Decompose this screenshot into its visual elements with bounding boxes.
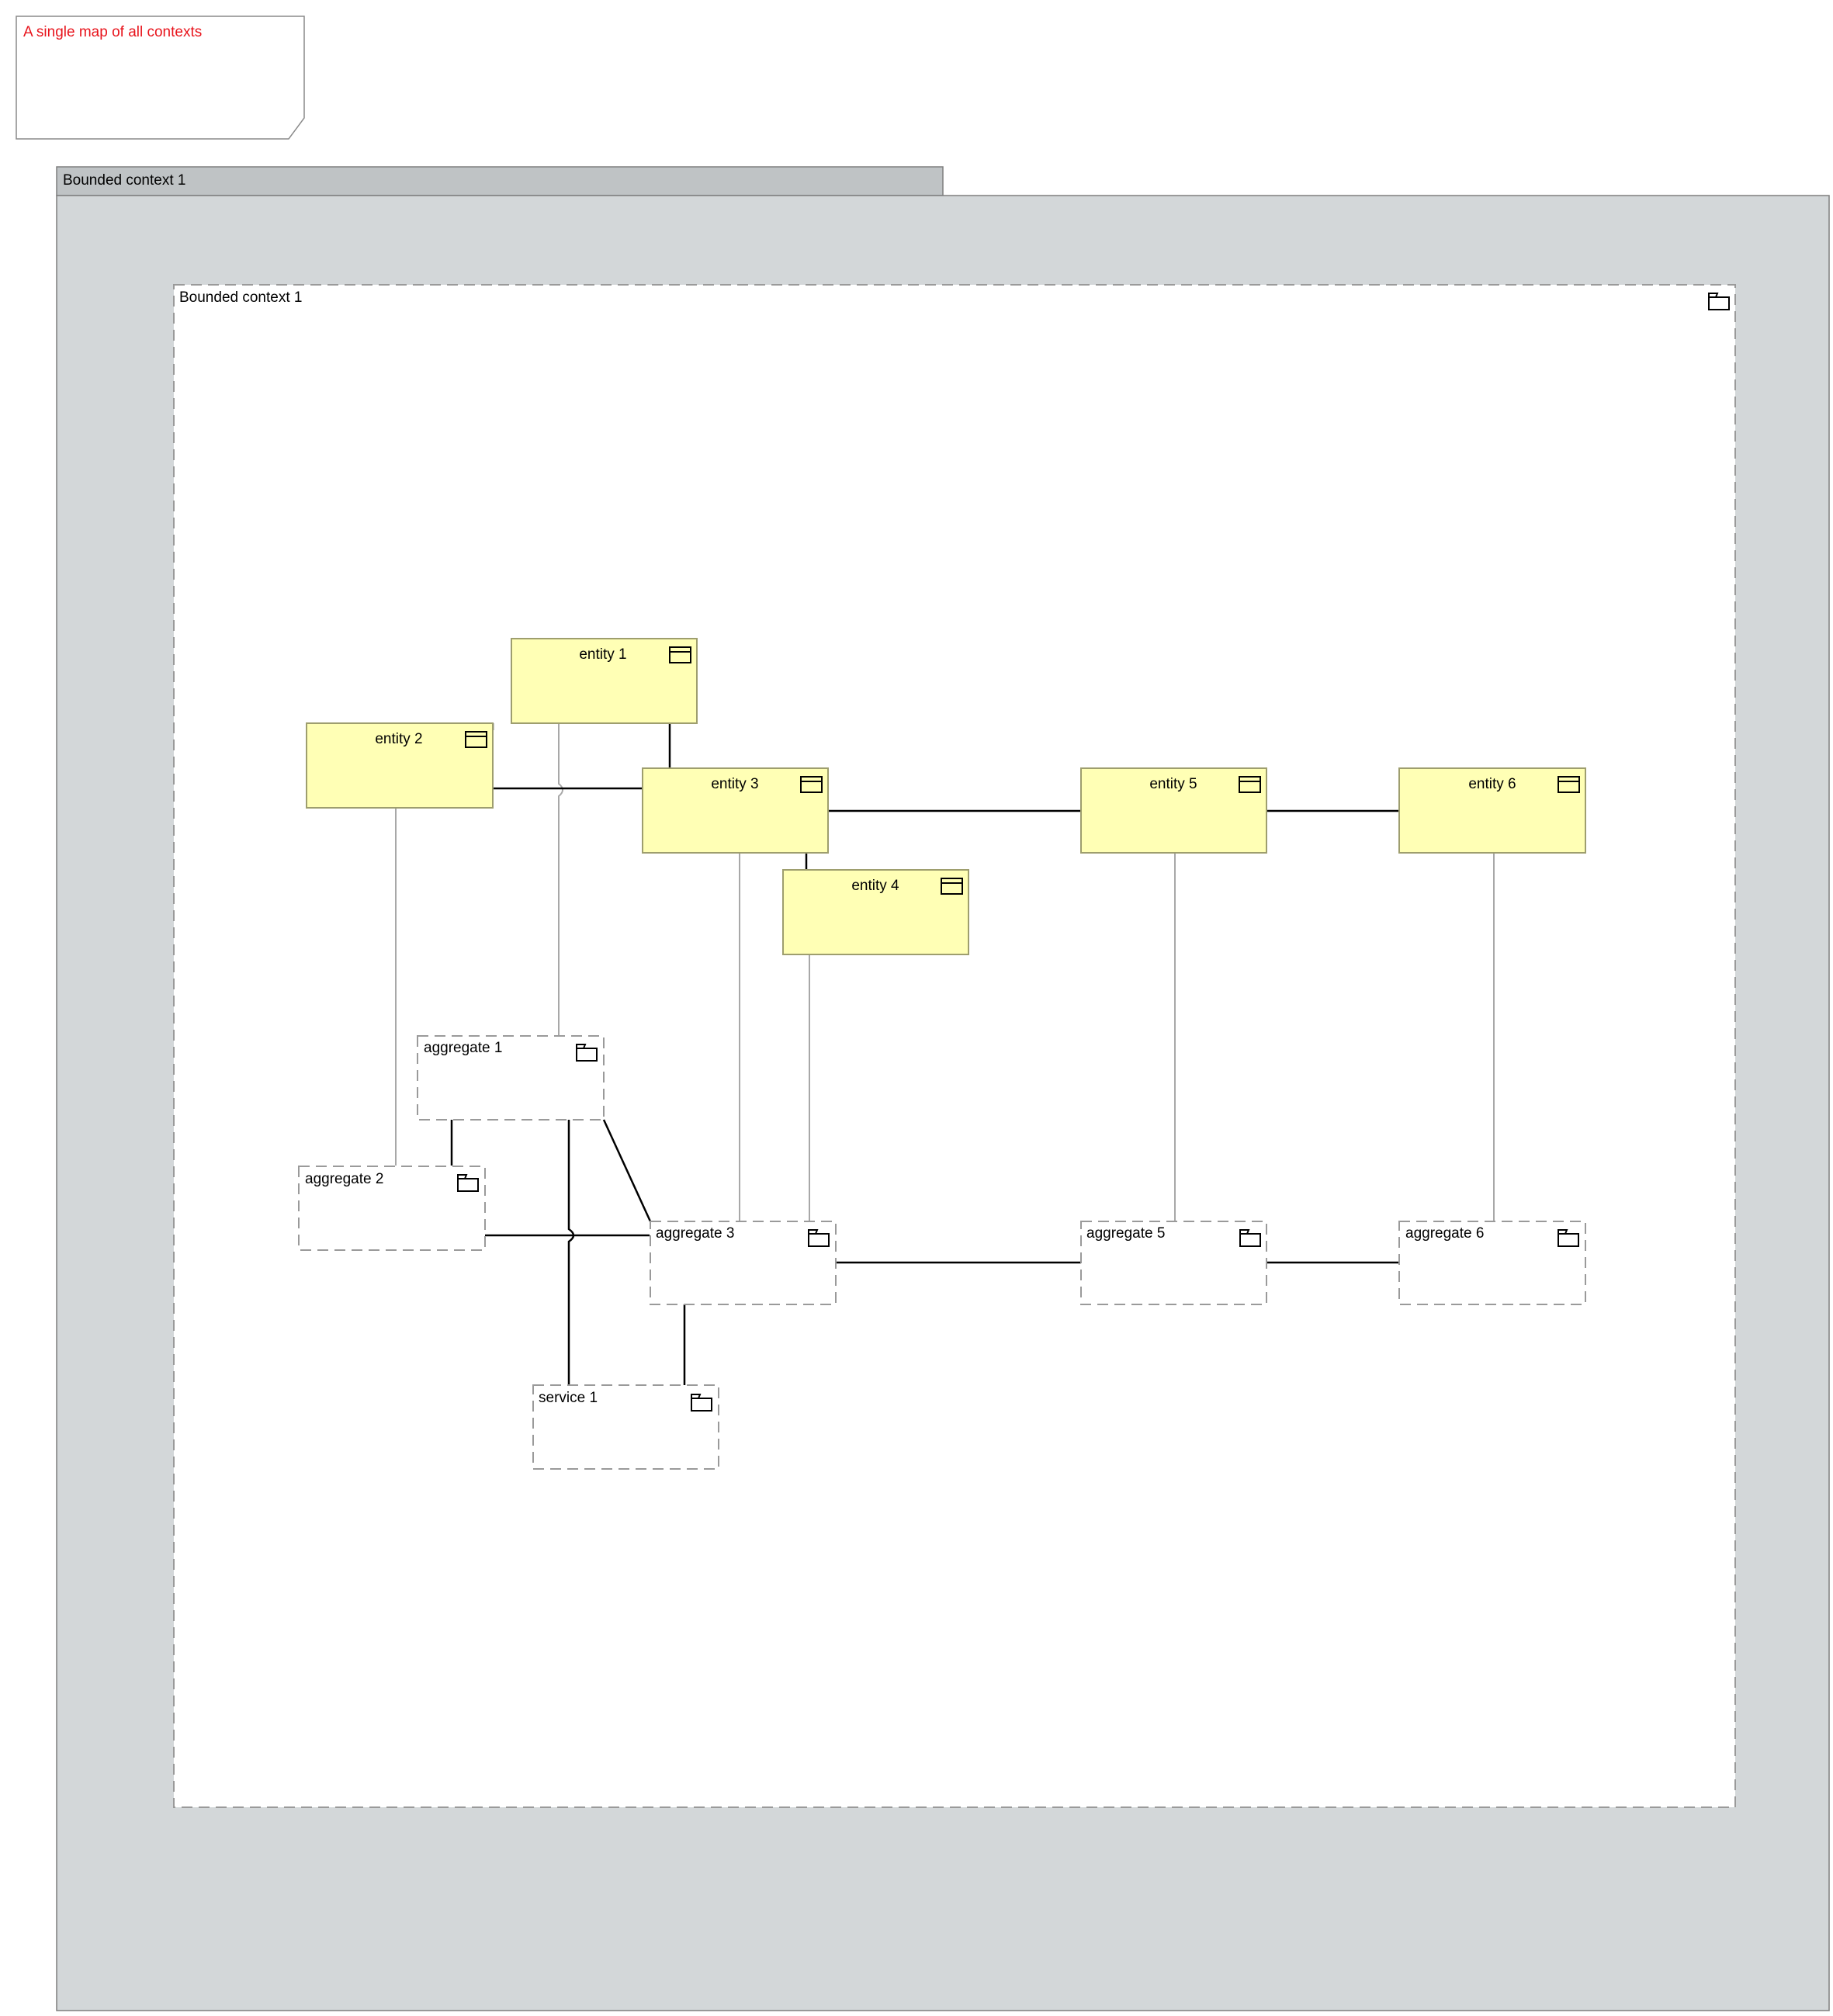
entity-label: entity 3: [711, 776, 758, 792]
entity-box: [511, 638, 698, 724]
entity-label: entity 4: [851, 878, 899, 894]
aggregate-label: aggregate 1: [424, 1040, 502, 1056]
aggregate-2[interactable]: aggregate 2: [298, 1166, 486, 1251]
entity-label: entity 2: [375, 731, 422, 747]
aggregate-box: [1080, 1221, 1267, 1305]
aggregate-label: aggregate 5: [1086, 1225, 1165, 1242]
connector-aggregate1-aggregate3: [602, 1119, 652, 1222]
entity-5[interactable]: entity 5: [1080, 767, 1267, 854]
inner-group-body: [173, 284, 1736, 1808]
entity-icon: [1558, 776, 1580, 793]
service-1[interactable]: service 1: [532, 1384, 719, 1470]
aggregate-3[interactable]: aggregate 3: [650, 1221, 837, 1305]
entity-box: [306, 722, 494, 809]
aggregate-box: [298, 1166, 486, 1251]
entity-icon: [800, 776, 823, 793]
folder-icon: [576, 1044, 598, 1062]
entity-box: [782, 869, 969, 955]
entity-6[interactable]: entity 6: [1398, 767, 1586, 854]
aggregate-box: [1398, 1221, 1586, 1305]
connectors-light: [395, 723, 1495, 1221]
connector-entity1-aggregate1: [558, 723, 563, 1036]
outer-group-label: Bounded context 1: [63, 172, 185, 189]
folder-icon: [808, 1229, 830, 1247]
outer-group-tab: [56, 166, 944, 196]
entity-label: entity 5: [1149, 776, 1197, 792]
entity-3[interactable]: entity 3: [642, 767, 829, 854]
aggregate-1[interactable]: aggregate 1: [417, 1035, 605, 1121]
service-box: [532, 1384, 719, 1470]
folder-icon: [1708, 293, 1730, 310]
entity-icon: [941, 878, 963, 895]
entity-icon: [465, 731, 487, 748]
service-label: service 1: [539, 1390, 598, 1406]
connectors-dark: [450, 723, 1399, 1385]
entity-icon: [1239, 776, 1261, 793]
entity-4[interactable]: entity 4: [782, 869, 969, 955]
note[interactable]: A single map of all contexts: [16, 16, 305, 140]
entity-box: [1398, 767, 1586, 854]
note-text: A single map of all contexts: [23, 24, 202, 40]
aggregate-label: aggregate 3: [656, 1225, 734, 1242]
entity-label: entity 6: [1468, 776, 1516, 792]
folder-icon: [1558, 1229, 1579, 1247]
entity-1[interactable]: entity 1: [511, 638, 698, 724]
aggregate-box: [417, 1035, 605, 1121]
entity-icon: [669, 646, 691, 663]
folder-icon: [1239, 1229, 1261, 1247]
folder-icon: [457, 1174, 479, 1192]
inner-group-label: Bounded context 1: [179, 289, 302, 306]
aggregate-box: [650, 1221, 837, 1305]
aggregate-label: aggregate 2: [305, 1171, 383, 1187]
aggregate-6[interactable]: aggregate 6: [1398, 1221, 1586, 1305]
folder-icon: [691, 1394, 712, 1412]
aggregate-5[interactable]: aggregate 5: [1080, 1221, 1267, 1305]
note-shape: [16, 16, 305, 140]
entity-box: [642, 767, 829, 854]
entity-2[interactable]: entity 2: [306, 722, 494, 809]
inner-bounded-context[interactable]: Bounded context 1: [173, 284, 1736, 1808]
entity-label: entity 1: [579, 646, 626, 663]
entity-box: [1080, 767, 1267, 854]
aggregate-label: aggregate 6: [1405, 1225, 1484, 1242]
